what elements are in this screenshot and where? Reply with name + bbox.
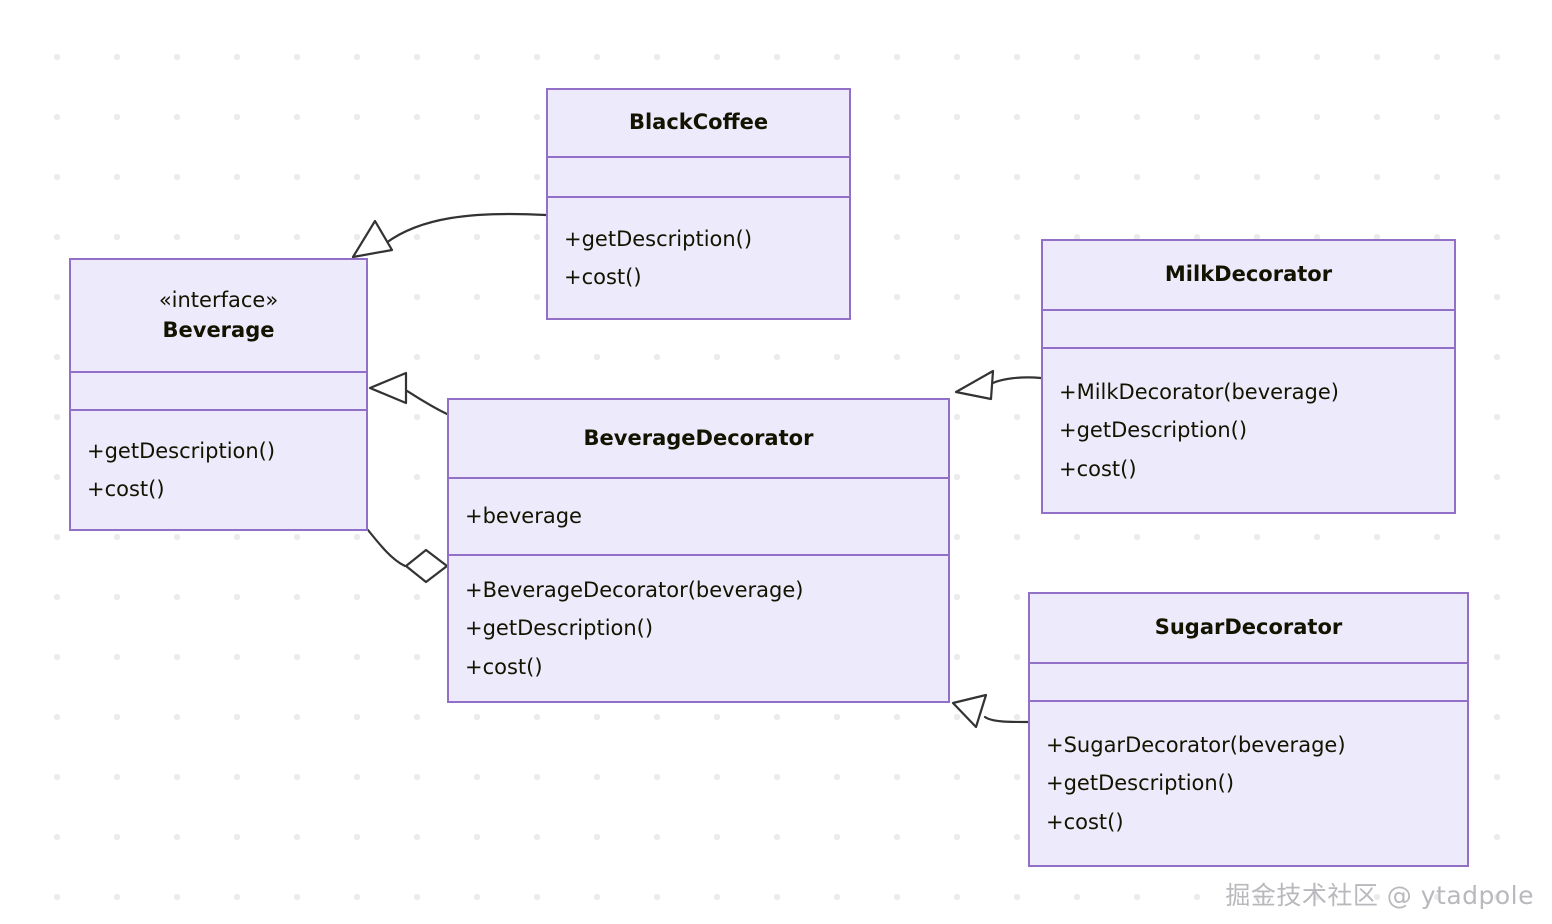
class-attributes-beverage <box>71 373 366 411</box>
class-attributes-milkdecorator <box>1043 311 1454 349</box>
class-box-beverage[interactable]: «interface» Beverage +getDescription() +… <box>69 258 368 531</box>
class-name: BlackCoffee <box>628 110 769 135</box>
class-name: SugarDecorator <box>1154 615 1343 640</box>
method-item: +BeverageDecorator(beverage) <box>465 578 804 603</box>
hollow-triangle-marker <box>954 369 995 401</box>
class-box-milkdecorator[interactable]: MilkDecorator +MilkDecorator(beverage) +… <box>1041 239 1456 514</box>
watermark: 掘金技术社区 @ ytadpole <box>1225 881 1534 910</box>
method-item: +getDescription() <box>87 438 276 463</box>
class-header-beveragedecorator: BeverageDecorator <box>449 400 948 479</box>
method-item: +cost() <box>465 654 543 679</box>
method-item: +cost() <box>1059 456 1137 481</box>
relationship-milkdecorator-beveragedecorator <box>954 369 1043 401</box>
class-header-blackcoffee: BlackCoffee <box>548 90 849 158</box>
relationship-blackcoffee-beverage <box>351 212 548 259</box>
class-methods-beverage: +getDescription() +cost() <box>71 411 366 529</box>
class-methods-milkdecorator: +MilkDecorator(beverage) +getDescription… <box>1043 349 1454 512</box>
hollow-triangle-marker <box>351 219 394 259</box>
method-item: +SugarDecorator(beverage) <box>1046 733 1346 758</box>
relationship-beveragedecorator-beverage <box>368 371 449 416</box>
method-item: +MilkDecorator(beverage) <box>1059 380 1339 405</box>
class-stereotype: «interface» <box>158 288 279 313</box>
method-item: +getDescription() <box>1059 418 1248 443</box>
method-item: +getDescription() <box>465 616 654 641</box>
method-item: +cost() <box>1046 809 1124 834</box>
relationship-beverage-aggregation <box>366 528 449 584</box>
hollow-diamond-marker <box>404 548 449 584</box>
method-item: +cost() <box>564 265 642 289</box>
method-item: +cost() <box>87 477 165 501</box>
class-methods-beveragedecorator: +BeverageDecorator(beverage) +getDescrip… <box>449 556 948 701</box>
class-name: BeverageDecorator <box>583 425 814 450</box>
class-attributes-beveragedecorator: +beverage <box>449 479 948 556</box>
class-attributes-sugardecorator <box>1030 664 1467 702</box>
class-methods-sugardecorator: +SugarDecorator(beverage) +getDescriptio… <box>1030 702 1467 865</box>
class-name: Beverage <box>162 317 275 342</box>
class-box-sugardecorator[interactable]: SugarDecorator +SugarDecorator(beverage)… <box>1028 592 1469 867</box>
hollow-triangle-marker <box>368 371 408 405</box>
method-item: +getDescription() <box>1046 771 1235 796</box>
class-name: MilkDecorator <box>1164 262 1333 287</box>
class-header-beverage: «interface» Beverage <box>71 260 366 373</box>
class-box-blackcoffee[interactable]: BlackCoffee +getDescription() +cost() <box>546 88 851 320</box>
class-header-milkdecorator: MilkDecorator <box>1043 241 1454 311</box>
class-attributes-blackcoffee <box>548 158 849 198</box>
class-header-sugardecorator: SugarDecorator <box>1030 594 1467 664</box>
attribute-item: +beverage <box>465 504 582 529</box>
hollow-triangle-marker <box>951 693 988 729</box>
method-item: +getDescription() <box>564 226 753 251</box>
relationship-sugardecorator-beveragedecorator <box>951 693 1030 729</box>
class-box-beveragedecorator[interactable]: BeverageDecorator +beverage +BeverageDec… <box>447 398 950 703</box>
class-methods-blackcoffee: +getDescription() +cost() <box>548 198 849 318</box>
